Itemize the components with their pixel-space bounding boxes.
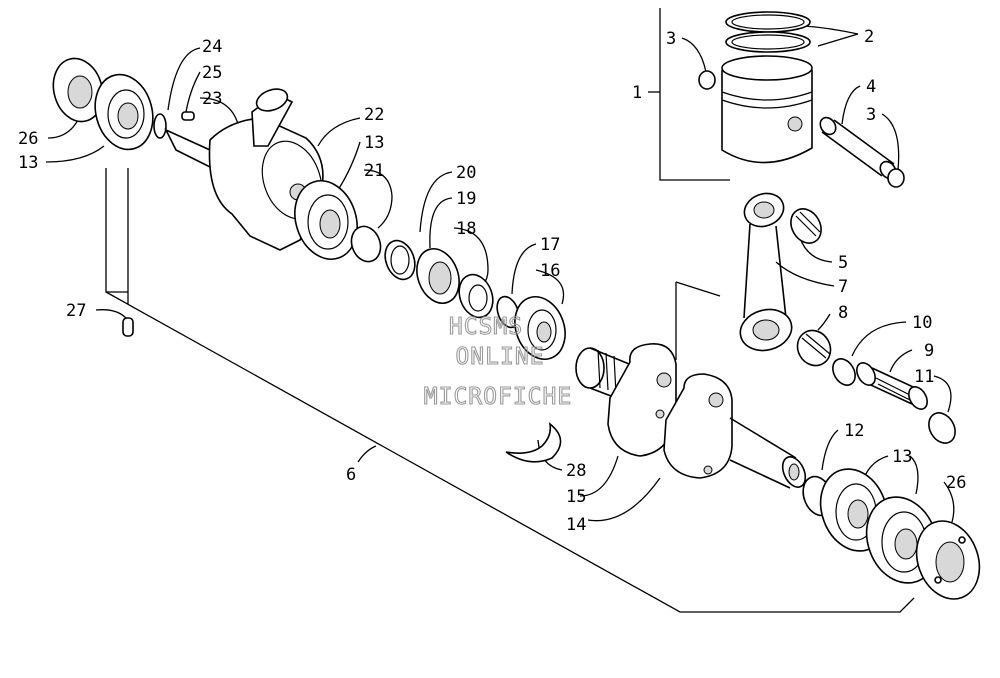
callout-19: 19: [456, 189, 476, 209]
woodruff-key: [181, 111, 195, 121]
callout-12: 12: [844, 421, 864, 441]
callout-18: 18: [456, 219, 476, 239]
callout-16: 16: [540, 261, 560, 281]
watermark-line3: MICROFICHE: [424, 384, 572, 410]
watermark-line2: ONLINE: [455, 344, 544, 370]
wrist-pin-clip-left: [698, 70, 716, 90]
callout-21: 21: [364, 161, 384, 181]
dowel-pin: [122, 317, 134, 337]
callout-27: 27: [66, 301, 86, 321]
spacer-ring: [350, 225, 382, 263]
watermark: HCSMS ONLINE MICROFICHE: [423, 313, 572, 410]
callout-20: 20: [456, 163, 476, 183]
piston-ring-lower: [725, 31, 811, 53]
callout-28: 28: [566, 461, 586, 481]
callout-23: 23: [202, 89, 222, 109]
callout-10: 10: [912, 313, 932, 333]
callout-22: 22: [364, 105, 384, 125]
callout-26-right: 26: [946, 473, 966, 493]
callout-13-center: 13: [364, 133, 384, 153]
callout-26-left: 26: [18, 129, 38, 149]
callout-6: 6: [346, 465, 356, 485]
callout-8: 8: [838, 303, 848, 323]
crankshaft-assembled: [52, 57, 566, 360]
half-ring: [505, 422, 562, 463]
thrust-washer-right: [832, 358, 856, 386]
callout-13-left: 13: [18, 153, 38, 173]
callout-17: 17: [540, 235, 560, 255]
callout-7: 7: [838, 277, 848, 297]
callout-11: 11: [914, 367, 934, 387]
callout-2: 2: [864, 27, 874, 47]
lower-right-bearings: [802, 468, 981, 600]
wrist-pin: [821, 119, 895, 177]
callout-5: 5: [838, 253, 848, 273]
watermark-line1: HCSMS: [449, 314, 523, 340]
callout-13-right: 13: [892, 447, 912, 467]
piston: [721, 70, 813, 164]
callout-3-right: 3: [866, 105, 876, 125]
callout-1: 1: [632, 83, 642, 103]
callout-labels: 1 2 3 3 4 5 6 7 8 9 10 11 12 13 13 13 14…: [18, 27, 966, 535]
callout-9: 9: [924, 341, 934, 361]
callout-25: 25: [202, 63, 222, 83]
wrist-pin-clip-right: [887, 168, 905, 188]
callout-14: 14: [566, 515, 586, 535]
callout-3-left: 3: [666, 29, 676, 49]
thrust-washer-right-outer: [928, 412, 956, 444]
crankshaft-lower: [575, 343, 807, 489]
connecting-rod-right: [739, 192, 956, 444]
callout-4: 4: [866, 77, 876, 97]
snap-ring: [384, 239, 416, 281]
callout-15: 15: [566, 487, 586, 507]
callout-24: 24: [202, 37, 222, 57]
piston-assembly: [698, 11, 905, 188]
